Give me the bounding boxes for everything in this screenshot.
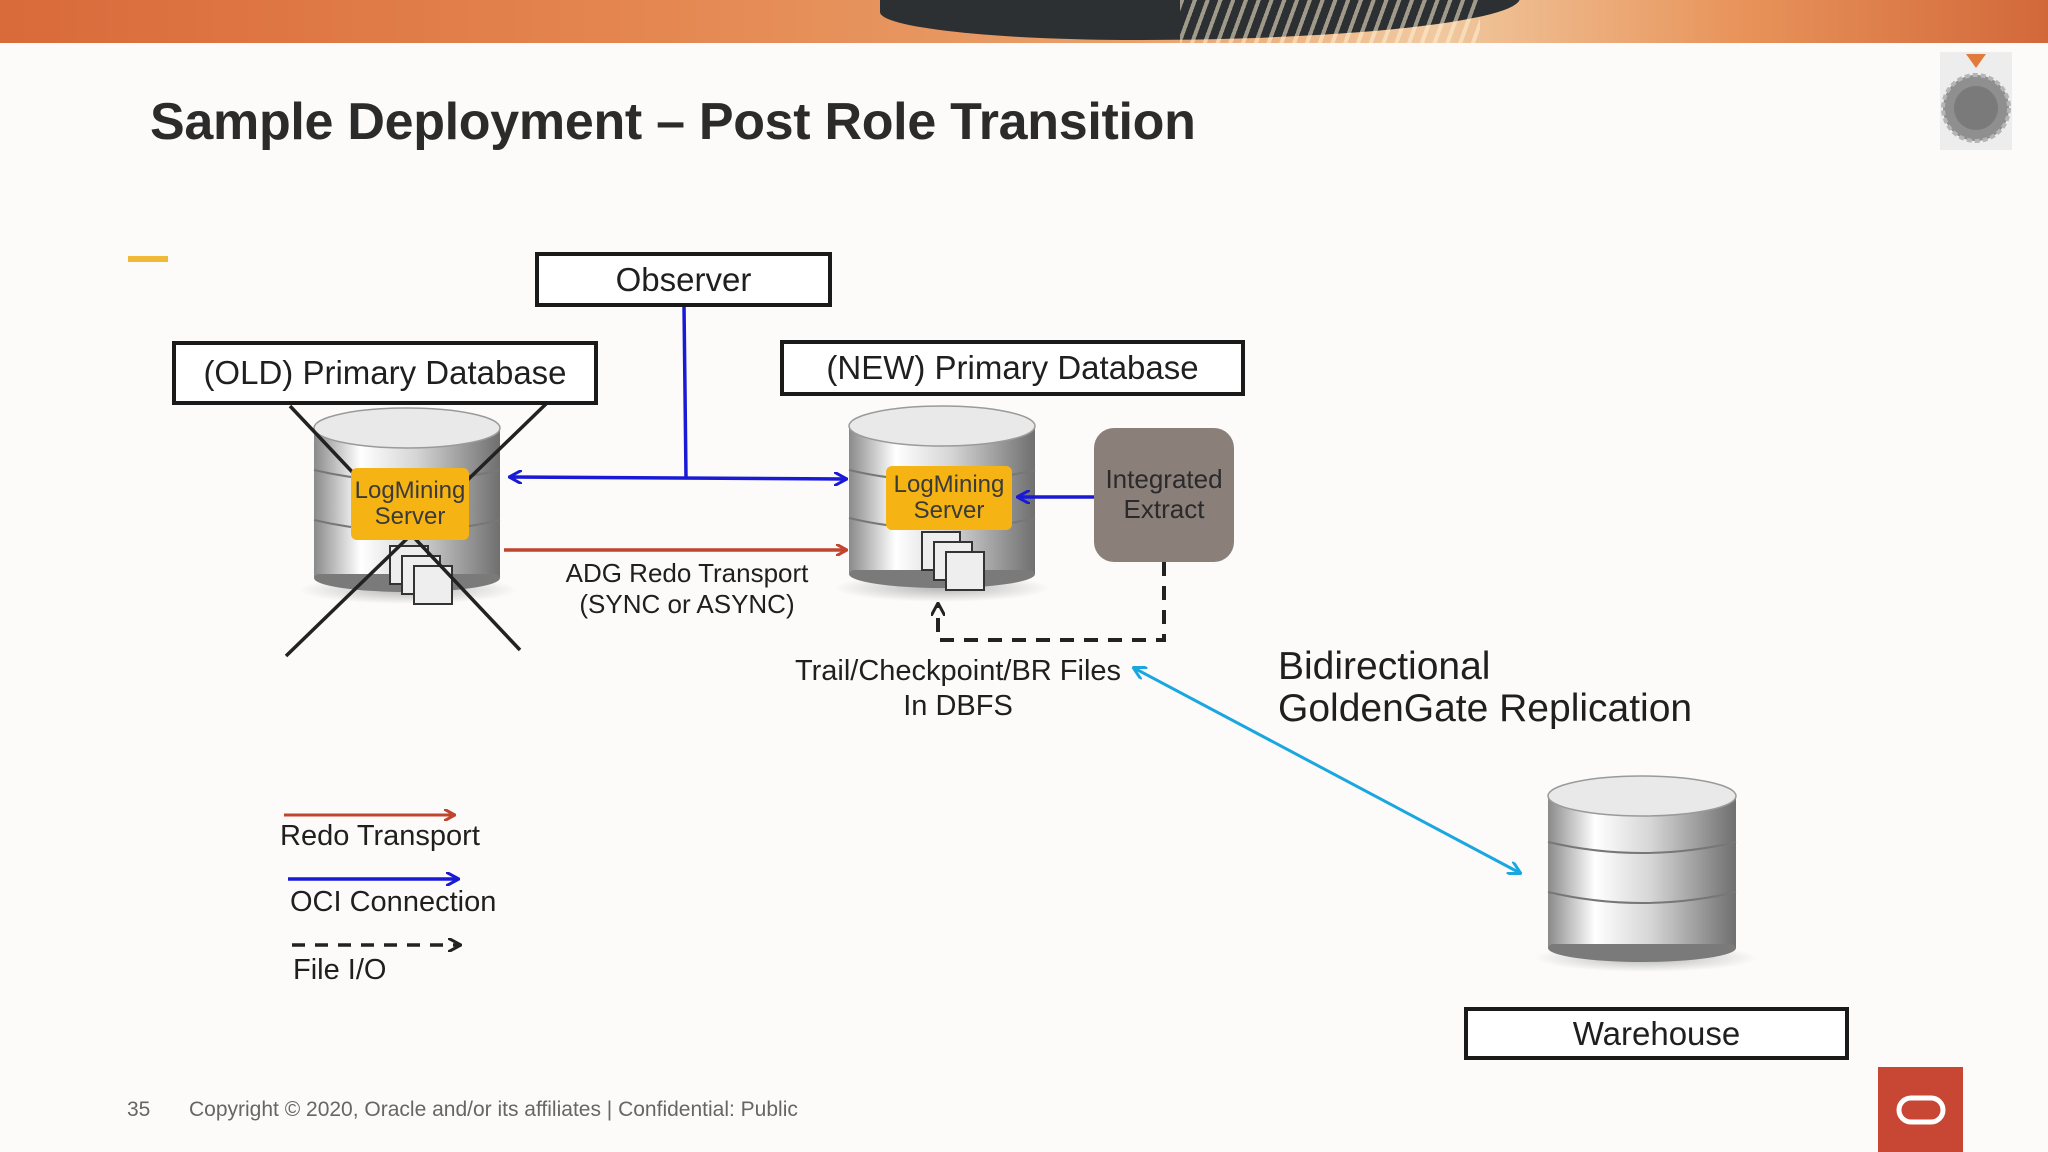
integrated-extract-box: Integrated Extract: [1094, 428, 1234, 562]
slide-title: Sample Deployment – Post Role Transition: [150, 93, 1196, 151]
oci-connection-arrow: [510, 477, 846, 479]
old-primary-database-box: (OLD) Primary Database: [172, 341, 598, 405]
legend-file-io-label: File I/O: [293, 954, 387, 986]
adg-label-line2: (SYNC or ASYNC): [579, 589, 795, 619]
goldengate-replication-arrow: [1134, 668, 1520, 873]
file-io-dashed-arrow: [938, 562, 1166, 642]
header-banner: [0, 0, 2048, 43]
warehouse-box: Warehouse: [1464, 1007, 1849, 1060]
new-logmining-line1: LogMining: [893, 470, 1005, 498]
integrated-extract-line1: Integrated: [1105, 464, 1223, 495]
bidir-label-line2: GoldenGate Replication: [1278, 687, 1693, 730]
trail-label-line1: Trail/Checkpoint/BR Files: [794, 655, 1122, 687]
old-logmining-line1: LogMining: [354, 476, 466, 504]
adg-redo-transport-label: ADG Redo Transport (SYNC or ASYNC): [556, 558, 818, 620]
observer-connector-line: [682, 305, 688, 478]
adg-label-line1: ADG Redo Transport: [565, 558, 809, 588]
legend-oci-label: OCI Connection: [290, 886, 497, 918]
new-logmining-line2: Server: [913, 497, 985, 524]
page-number: 35: [127, 1098, 151, 1121]
title-accent-bar: [128, 256, 168, 262]
legend-redo-label: Redo Transport: [280, 820, 480, 852]
medal-icon: [1940, 52, 2012, 150]
warehouse-database-cylinder: [1534, 775, 1758, 972]
observer-box: Observer: [535, 252, 832, 307]
trail-label-line2: In DBFS: [903, 690, 1013, 722]
bidir-label-line1: Bidirectional: [1278, 645, 1491, 688]
new-logmining-server-badge: LogMining Server: [886, 466, 1012, 530]
trail-files-label: Trail/Checkpoint/BR Files In DBFS: [780, 654, 1136, 724]
oracle-logo: [1878, 1067, 1963, 1152]
oracle-logo-icon: [1896, 1095, 1945, 1124]
banner-stripes: [1180, 0, 1480, 43]
old-logmining-server-badge: LogMining Server: [351, 468, 469, 540]
new-files-stack-icon: [921, 531, 985, 591]
bidirectional-replication-label: Bidirectional GoldenGate Replication: [1278, 646, 1692, 730]
new-primary-database-box: (NEW) Primary Database: [780, 340, 1245, 396]
integrated-extract-line2: Extract: [1123, 494, 1205, 524]
copyright-notice: Copyright © 2020, Oracle and/or its affi…: [189, 1098, 798, 1121]
old-logmining-line2: Server: [374, 503, 446, 530]
